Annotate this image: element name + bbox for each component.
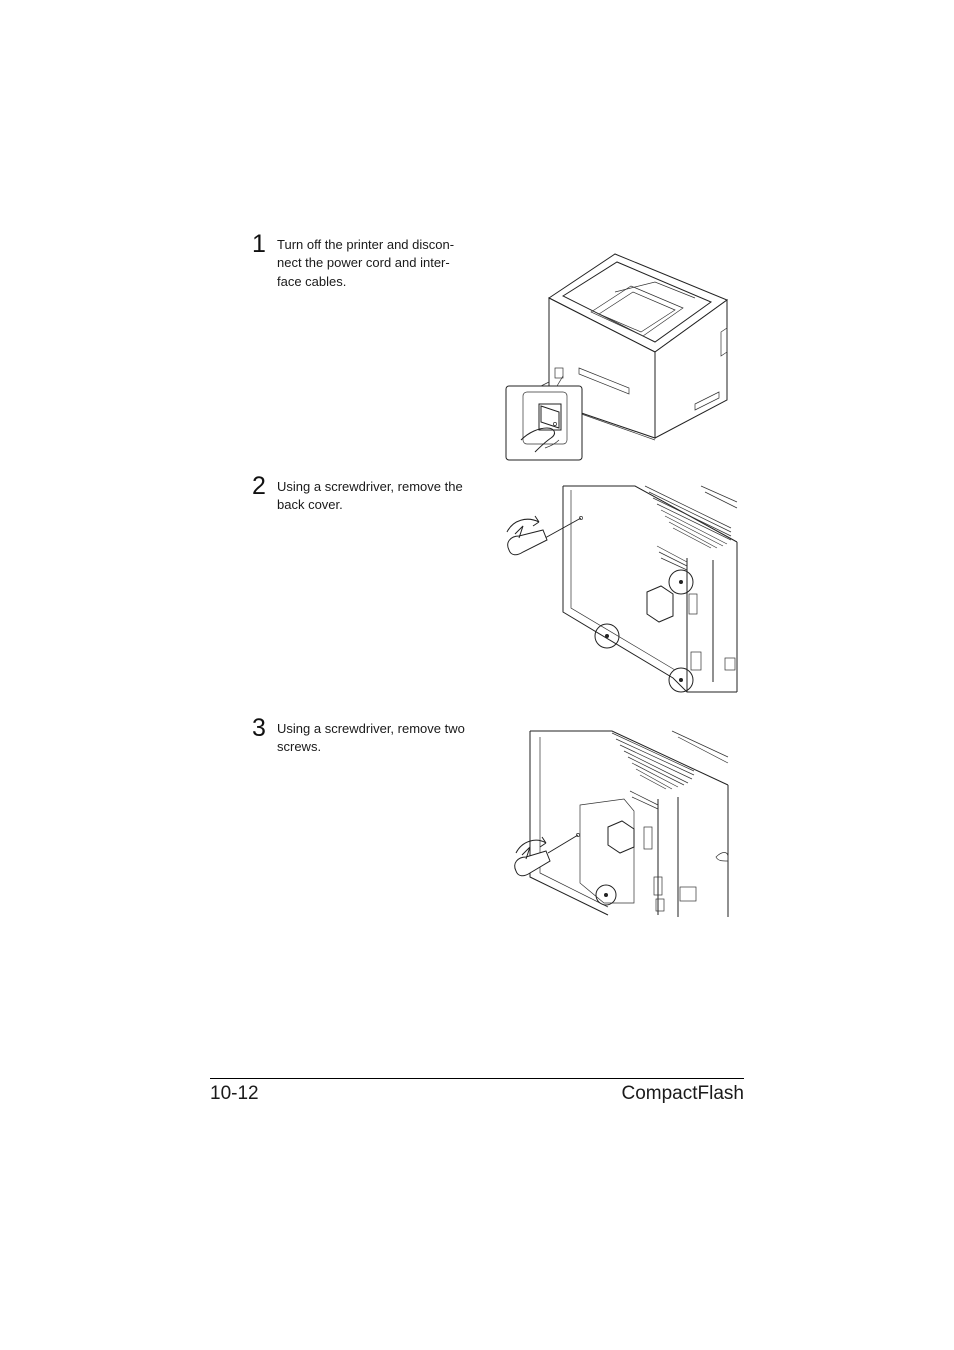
page-number: 10-12 xyxy=(210,1083,259,1104)
step-2-number: 2 xyxy=(252,472,266,500)
step-1-text: Turn off the printer and discon- nect th… xyxy=(277,237,455,289)
section-title: CompactFlash xyxy=(621,1083,745,1104)
step-3-text: Using a screwdriver, remove two screws. xyxy=(277,721,465,755)
step-1-number: 1 xyxy=(252,230,266,258)
step-2-text: Using a screwdriver, remove the back cov… xyxy=(277,479,463,513)
back-cover-screwdriver-illustration xyxy=(505,482,739,696)
printer-power-switch-illustration xyxy=(505,252,737,462)
footer-divider xyxy=(210,1078,744,1079)
step-3-number: 3 xyxy=(252,714,266,742)
remove-screws-illustration xyxy=(512,727,730,919)
